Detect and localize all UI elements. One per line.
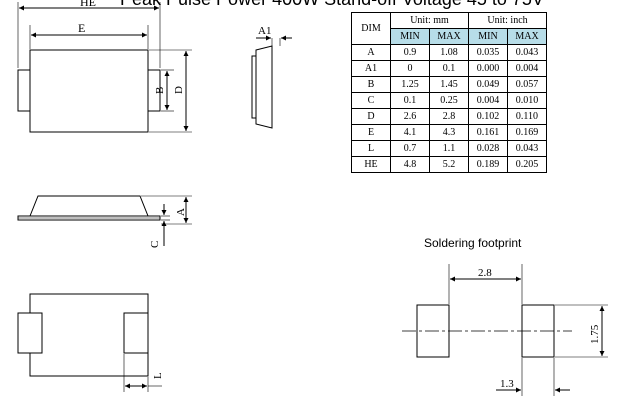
side-view-a1: [251, 35, 292, 129]
table-cell: 0.049: [468, 76, 508, 93]
table-cell: 0.189: [468, 156, 508, 173]
table-cell: 4.1: [390, 124, 430, 141]
footprint-dim-spacing: 2.8: [478, 267, 492, 279]
table-cell: 1.1: [429, 140, 469, 157]
table-cell: 2.8: [429, 108, 469, 125]
table-cell: B: [351, 76, 391, 93]
label-he: HE: [80, 0, 96, 9]
label-a1: A1: [258, 25, 271, 37]
table-cell: 0.004: [507, 60, 547, 77]
table-cell: 0.102: [468, 108, 508, 125]
table-cell: 0.004: [468, 92, 508, 109]
table-cell: A: [351, 44, 391, 61]
table-cell: 0.035: [468, 44, 508, 61]
front-view: [17, 195, 192, 246]
label-c: C: [149, 241, 161, 248]
table-cell: 0.9: [390, 44, 430, 61]
table-cell: L: [351, 140, 391, 157]
label-b: B: [154, 87, 166, 94]
table-row: D 2.6 2.8 0.102 0.110: [351, 108, 547, 125]
label-l: L: [152, 372, 164, 379]
table-cell: 0.110: [507, 108, 547, 125]
table-cell: 4.3: [429, 124, 469, 141]
label-a: A: [175, 208, 187, 216]
table-cell: HE: [351, 156, 391, 173]
table-row: E 4.1 4.3 0.161 0.169: [351, 124, 547, 141]
dimension-table: DIM Unit: mm Unit: inch MIN MAX MIN MAX …: [351, 12, 547, 173]
table-header-inch: Unit: inch: [468, 12, 547, 29]
table-row: B 1.25 1.45 0.049 0.057: [351, 76, 547, 93]
top-view: [17, 2, 192, 133]
table-cell: 0.161: [468, 124, 508, 141]
soldering-footprint-drawing: [402, 264, 608, 396]
table-cell: 0.000: [468, 60, 508, 77]
table-cell: A1: [351, 60, 391, 77]
table-row: L 0.7 1.1 0.028 0.043: [351, 140, 547, 157]
table-row: HE 4.8 5.2 0.189 0.205: [351, 156, 547, 173]
table-cell: 0.205: [507, 156, 547, 173]
table-subheader-cell: MIN: [468, 28, 508, 45]
table-row: A1 0 0.1 0.000 0.004: [351, 60, 547, 77]
table-cell: 0.25: [429, 92, 469, 109]
label-e: E: [78, 21, 85, 35]
table-header-row: DIM Unit: mm Unit: inch: [351, 12, 547, 45]
soldering-footprint-title: Soldering footprint: [424, 236, 522, 250]
table-cell: 2.6: [390, 108, 430, 125]
table-cell: 0.028: [468, 140, 508, 157]
table-cell: E: [351, 124, 391, 141]
table-cell: 1.45: [429, 76, 469, 93]
table-header-dim: DIM: [351, 12, 391, 45]
bottom-view: [17, 293, 162, 392]
table-cell: 0.169: [507, 124, 547, 141]
label-d: D: [173, 86, 185, 94]
table-cell: 0.010: [507, 92, 547, 109]
table-cell: 0.043: [507, 44, 547, 61]
footprint-dim-height: 1.75: [589, 324, 601, 344]
table-cell: 0.057: [507, 76, 547, 93]
table-cell: C: [351, 92, 391, 109]
table-cell: D: [351, 108, 391, 125]
table-subheader-cell: MAX: [507, 28, 547, 45]
table-subheader-cell: MIN: [390, 28, 430, 45]
table-cell: 0: [390, 60, 430, 77]
table-row: C 0.1 0.25 0.004 0.010: [351, 92, 547, 109]
table-row: A 0.9 1.08 0.035 0.043: [351, 44, 547, 61]
table-cell: 1.08: [429, 44, 469, 61]
table-subheader-cell: MAX: [429, 28, 469, 45]
table-cell: 0.7: [390, 140, 430, 157]
page-header-fragment: Peak Pulse Power 400W Stand-off Voltage …: [120, 0, 544, 10]
table-header-mm: Unit: mm: [390, 12, 469, 29]
table-cell: 5.2: [429, 156, 469, 173]
table-cell: 4.8: [390, 156, 430, 173]
table-cell: 0.1: [390, 92, 430, 109]
table-cell: 0.1: [429, 60, 469, 77]
table-cell: 0.043: [507, 140, 547, 157]
footprint-dim-width: 1.3: [500, 378, 514, 390]
table-cell: 1.25: [390, 76, 430, 93]
